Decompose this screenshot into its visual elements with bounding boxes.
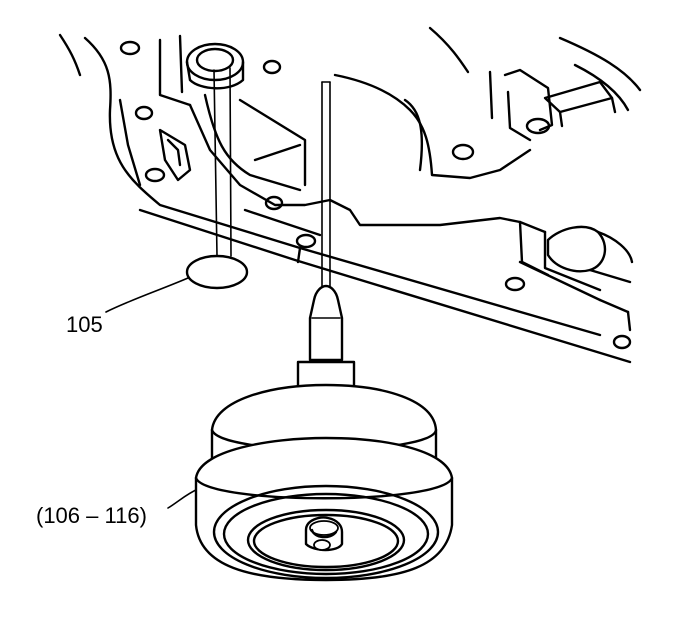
transmission-case-housing xyxy=(58,26,642,364)
servo-piston-assembly xyxy=(194,284,454,582)
seal-105 xyxy=(185,254,249,290)
leader-lines xyxy=(105,67,331,509)
callout-105-label: 105 xyxy=(66,312,103,337)
callout-106-116-label: (106 – 116) xyxy=(36,503,147,528)
